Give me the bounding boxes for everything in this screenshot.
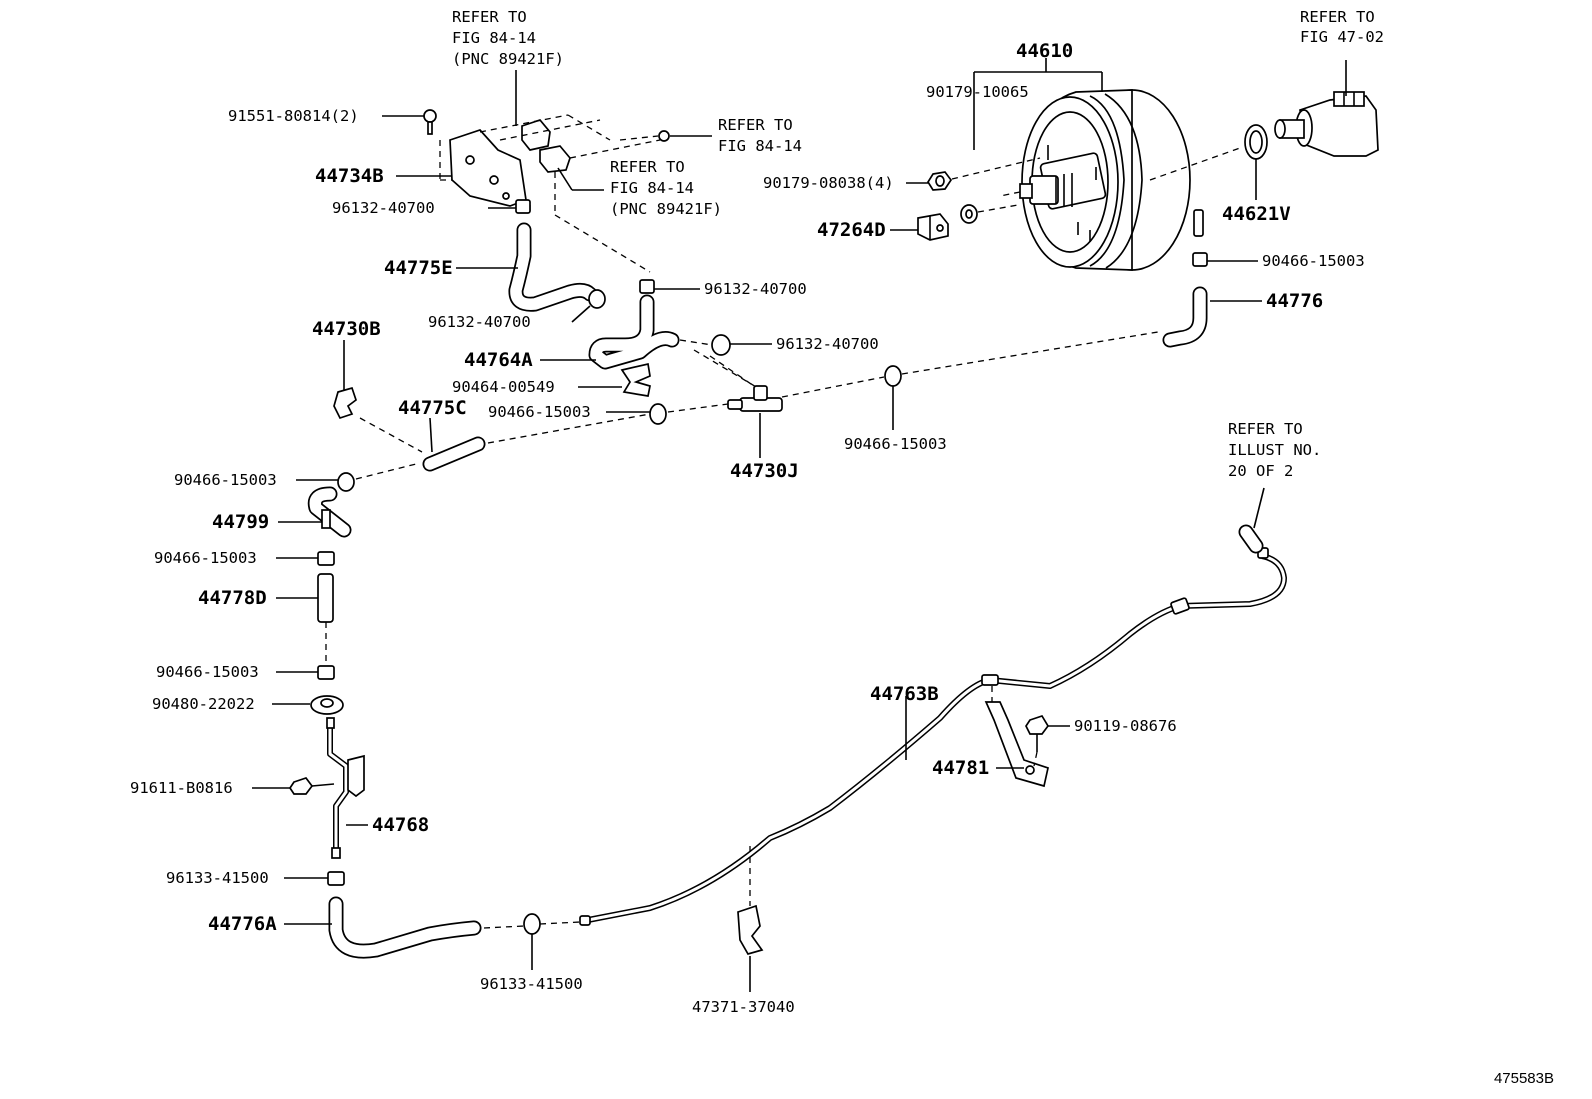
ref-illust-20: REFER TO ILLUST NO. 20 OF 2 xyxy=(1228,420,1321,480)
ref-fig-47-02: REFER TO FIG 47-02 xyxy=(1300,8,1384,46)
bolt-91611-B0816 xyxy=(288,776,335,795)
svg-text:20 OF 2: 20 OF 2 xyxy=(1228,462,1293,480)
label-91551-80814: 91551-80814(2) xyxy=(228,107,359,125)
label-44763B: 44763B xyxy=(870,683,939,705)
label-44768: 44768 xyxy=(372,814,429,836)
seal-ring-44621V xyxy=(1244,124,1268,160)
clamp-47371-37040 xyxy=(737,846,764,956)
clip-96132-40700-a xyxy=(515,199,531,214)
label-44775C: 44775C xyxy=(398,397,467,419)
pipe-44768 xyxy=(326,717,365,859)
label-44730J: 44730J xyxy=(730,460,799,482)
label-91611-B0816: 91611-B0816 xyxy=(130,779,233,797)
label-90480-22022: 90480-22022 xyxy=(152,695,255,713)
clip-96132-40700-c xyxy=(639,279,655,294)
bracket-44734B xyxy=(439,114,661,273)
label-44799: 44799 xyxy=(212,511,269,533)
svg-text:FIG 84-14: FIG 84-14 xyxy=(718,137,802,155)
hose-44776 xyxy=(1162,286,1208,348)
label-bracket-44610 xyxy=(973,58,1103,150)
hose-44775C xyxy=(422,436,486,472)
pipe-44763B xyxy=(579,547,1287,926)
svg-text:FIG 84-14: FIG 84-14 xyxy=(452,29,536,47)
clamp-90464-00549 xyxy=(620,362,651,397)
clip-90466-15003-l2 xyxy=(317,551,335,566)
label-90466-15003-left: 90466-15003 xyxy=(174,471,277,489)
clip-96133-41500-b xyxy=(523,913,581,935)
label-44778D: 44778D xyxy=(198,587,267,609)
label-90466-15003-l3: 90466-15003 xyxy=(156,663,259,681)
hose-44799 xyxy=(307,486,352,538)
illustration-id: 475583B xyxy=(1493,1070,1554,1087)
label-96133-41500-a: 96133-41500 xyxy=(166,869,269,887)
label-90119-08676: 90119-08676 xyxy=(1074,717,1177,735)
label-44734B: 44734B xyxy=(315,165,384,187)
label-47264D: 47264D xyxy=(817,219,886,241)
svg-text:REFER TO: REFER TO xyxy=(1228,420,1303,438)
tee-44730J xyxy=(693,349,783,412)
label-96132-40700-a: 96132-40700 xyxy=(332,199,435,217)
label-96132-40700-c: 96132-40700 xyxy=(704,280,807,298)
label-44781: 44781 xyxy=(932,757,989,779)
label-90466-15003-far: 90466-15003 xyxy=(844,435,947,453)
svg-text:REFER TO: REFER TO xyxy=(718,116,793,134)
label-90466-15003-right: 90466-15003 xyxy=(1262,252,1365,270)
label-44610: 44610 xyxy=(1016,40,1073,62)
svg-text:FIG 84-14: FIG 84-14 xyxy=(610,179,694,197)
label-90466-15003-mid: 90466-15003 xyxy=(488,403,591,421)
ref-fig-84-14-plain: REFER TO FIG 84-14 xyxy=(718,116,802,155)
label-96132-40700-d: 96132-40700 xyxy=(776,335,879,353)
svg-text:REFER TO: REFER TO xyxy=(452,8,527,26)
hose-44778D xyxy=(317,573,334,664)
clip-96132-40700-b xyxy=(588,289,606,309)
ref-fig-84-14-pnc-top: REFER TO FIG 84-14 (PNC 89421F) xyxy=(452,8,564,68)
svg-text:(PNC 89421F): (PNC 89421F) xyxy=(452,50,564,68)
clip-90466-15003-left xyxy=(337,472,355,492)
clip-90466-15003-l3 xyxy=(317,665,335,680)
hose-44775E xyxy=(508,222,598,312)
label-44730B: 44730B xyxy=(312,318,381,340)
brake-booster-44610 xyxy=(999,89,1241,271)
svg-text:ILLUST NO.: ILLUST NO. xyxy=(1228,441,1321,459)
label-90464-00549: 90464-00549 xyxy=(452,378,555,396)
grommet-90480-22022 xyxy=(310,695,344,715)
hose-44764A xyxy=(588,294,680,370)
svg-text:FIG 47-02: FIG 47-02 xyxy=(1300,28,1384,46)
clevis-47264D xyxy=(917,213,949,241)
clip-90466-15003-far xyxy=(884,365,902,387)
svg-text:(PNC 89421F): (PNC 89421F) xyxy=(610,200,722,218)
label-90179-10065: 90179-10065 xyxy=(926,83,1029,101)
bolt-90119-08676 xyxy=(1025,714,1050,767)
label-47371-37040: 47371-37040 xyxy=(692,998,795,1016)
bolt-fig-84-14 xyxy=(619,130,670,142)
washer-90179-10065 xyxy=(960,204,1019,224)
master-cylinder-reference xyxy=(1274,60,1379,157)
label-44776A: 44776A xyxy=(208,913,277,935)
svg-text:REFER TO: REFER TO xyxy=(1300,8,1375,26)
clip-90466-15003-right xyxy=(1192,252,1208,267)
clip-96132-40700-d xyxy=(679,334,731,356)
label-96133-41500-b: 96133-41500 xyxy=(480,975,583,993)
label-44776: 44776 xyxy=(1266,290,1323,312)
pipe-end-illust-20 xyxy=(1238,524,1264,554)
label-44764A: 44764A xyxy=(464,349,533,371)
label-44621V: 44621V xyxy=(1222,203,1291,225)
label-96132-40700-b: 96132-40700 xyxy=(428,313,531,331)
svg-text:REFER TO: REFER TO xyxy=(610,158,685,176)
label-44775E: 44775E xyxy=(384,257,453,279)
clip-96133-41500-a xyxy=(327,871,345,886)
bolt-91551-80814 xyxy=(423,109,437,135)
hose-44776A xyxy=(328,896,525,959)
nut-90179-08038 xyxy=(926,157,1041,191)
ref-fig-84-14-pnc-mid: REFER TO FIG 84-14 (PNC 89421F) xyxy=(610,158,722,218)
bracket-44781 xyxy=(984,686,1049,788)
connector-44730B xyxy=(333,386,358,420)
dashed-routing-lines xyxy=(355,331,1159,480)
label-90466-15003-l2: 90466-15003 xyxy=(154,549,257,567)
clip-90466-15003-mid xyxy=(649,403,667,425)
label-90179-08038: 90179-08038(4) xyxy=(763,174,894,192)
